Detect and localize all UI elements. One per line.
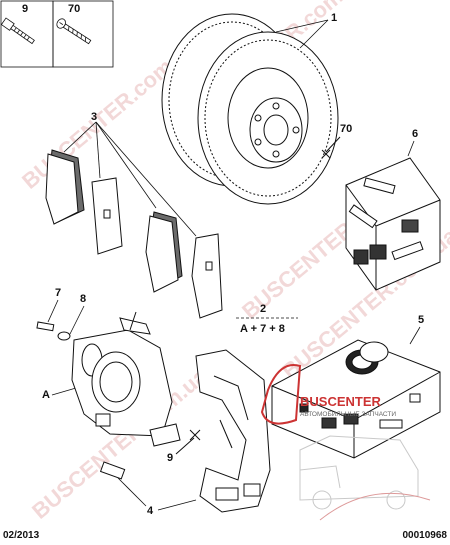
- brake-discs: [161, 13, 339, 205]
- formula-label: A + 7 + 8: [240, 323, 285, 335]
- brand-name: BUSCENTER: [300, 394, 382, 409]
- caliper: [71, 311, 181, 447]
- callout-A: A: [42, 389, 50, 401]
- callout-2: 2: [260, 303, 266, 315]
- callout-70-mid: 70: [340, 123, 352, 135]
- callout-7: 7: [55, 287, 61, 299]
- callout-70-top: 70: [68, 3, 80, 15]
- leader-lines-7-8: [47, 299, 85, 335]
- leader-line-5: [409, 326, 421, 345]
- box-item-5: [271, 339, 441, 459]
- callout-4: 4: [147, 505, 154, 517]
- guide-pin: [99, 461, 126, 480]
- caliper-bracket: [195, 349, 271, 513]
- callout-1: 1: [331, 12, 337, 24]
- callout-5: 5: [418, 314, 424, 326]
- leader-line-A: [51, 387, 77, 396]
- brand-logo: BUSCENTER АВТОМОБИЛЬНЫЕ ЗАПЧАСТИ: [260, 364, 396, 425]
- footer-code: 00010968: [402, 530, 448, 541]
- callout-9-top: 9: [22, 3, 28, 15]
- leader-lines-1: [275, 19, 329, 49]
- callout-6: 6: [412, 128, 418, 140]
- box-item-6: [345, 157, 441, 291]
- bleed-screw: [36, 321, 71, 341]
- brand-tagline: АВТОМОБИЛЬНЫЕ ЗАПЧАСТИ: [300, 411, 396, 418]
- callout-9-mid: 9: [167, 452, 173, 464]
- marker-9: [175, 429, 201, 455]
- callout-3: 3: [91, 111, 97, 123]
- marker-70: [321, 136, 341, 159]
- box-item-70: [52, 0, 114, 68]
- brake-pads: [45, 149, 223, 319]
- leader-lines-3: [63, 121, 197, 237]
- leader-line-6: [407, 140, 415, 157]
- leader-lines-4: [117, 477, 197, 511]
- footer-date: 02/2013: [3, 530, 40, 541]
- van-illustration: [299, 435, 431, 521]
- callout-8: 8: [80, 293, 86, 305]
